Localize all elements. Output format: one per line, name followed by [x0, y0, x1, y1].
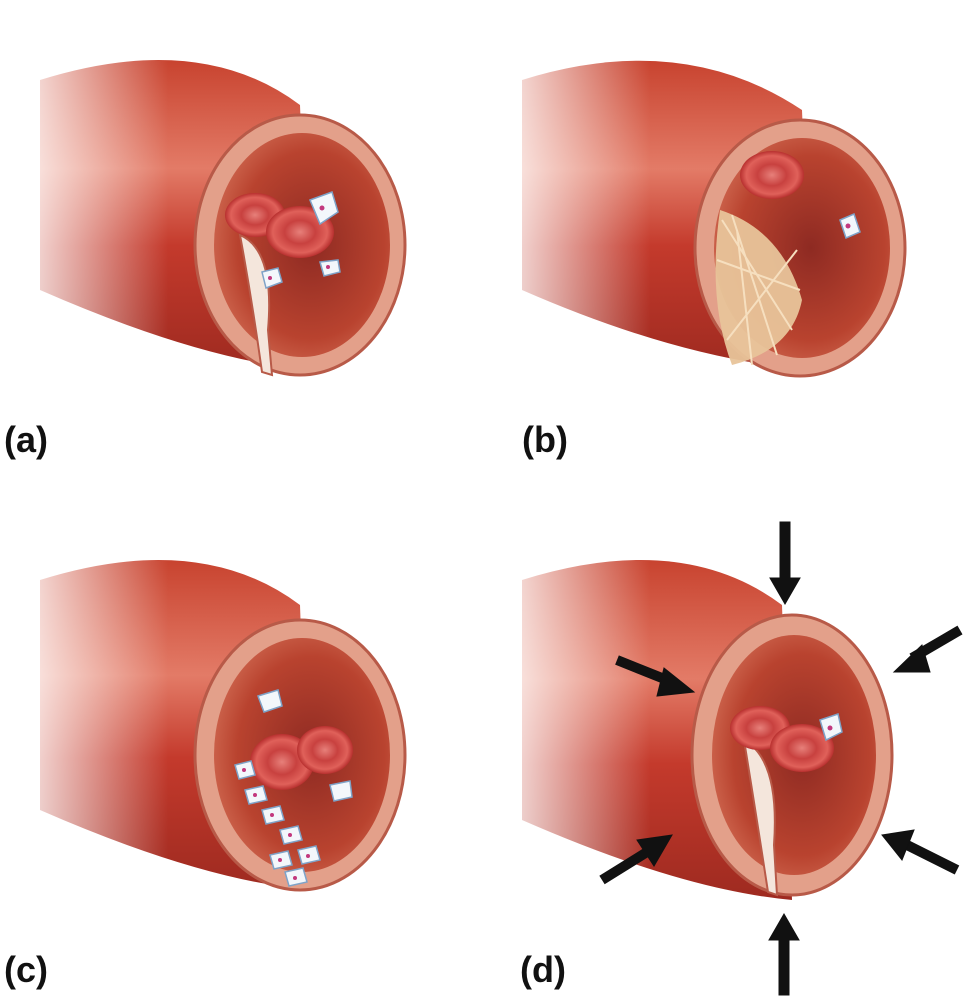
constriction-arrows — [599, 521, 963, 996]
arrow-upper-right — [892, 625, 963, 673]
vessel-illustration-c — [0, 520, 481, 900]
platelet-granule — [319, 205, 325, 211]
platelet — [319, 259, 341, 277]
red-blood-cell — [297, 726, 353, 774]
arrow-upper-left — [615, 655, 696, 697]
panel-label-c: (c) — [4, 949, 48, 990]
panel-d: (d) — [482, 500, 963, 1000]
platelet-granule — [326, 265, 330, 269]
vessel-tear — [238, 233, 274, 377]
platelet-plug — [234, 760, 321, 887]
red-blood-cell — [770, 724, 834, 772]
panel-label-a: (a) — [4, 419, 48, 460]
panel-label-b: (b) — [522, 419, 568, 460]
arrow-lower-right — [881, 829, 960, 875]
fibrin-strands — [716, 214, 801, 366]
platelet-granule — [827, 725, 833, 731]
arrow-lower-left — [599, 834, 673, 885]
panel-label-d: (d) — [520, 949, 566, 990]
arrow-bottom — [768, 912, 800, 996]
panel-b: (b) — [482, 0, 963, 500]
vessel-illustration-a — [0, 20, 481, 380]
platelet-granule — [845, 223, 851, 229]
panel-c: (c) — [0, 500, 481, 1000]
panel-a: (a) — [0, 0, 481, 500]
platelet — [329, 780, 353, 802]
red-blood-cell — [740, 151, 804, 199]
vessel-illustration-d — [482, 520, 963, 996]
arrow-top — [769, 521, 801, 606]
platelet-granule — [268, 276, 272, 280]
vessel-illustration-b — [482, 20, 963, 380]
platelet — [257, 689, 283, 713]
red-blood-cell — [266, 206, 334, 258]
vessel-tear — [742, 738, 779, 897]
